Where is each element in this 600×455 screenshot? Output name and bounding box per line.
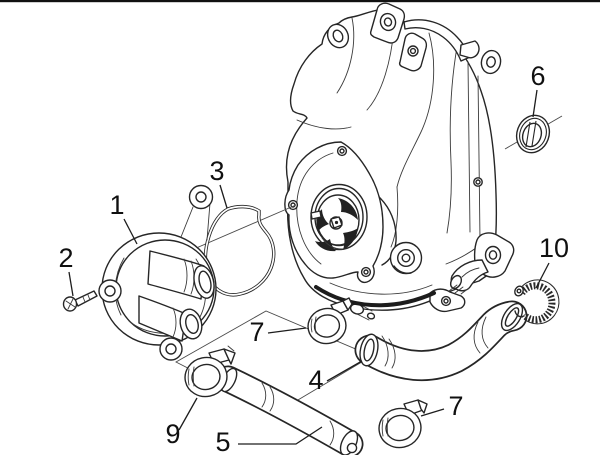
callouts: 1 2 3 4 5 6 7 7 9 10 [58, 61, 569, 455]
impeller-drawing [310, 183, 368, 252]
hose-clamp-left-drawing [307, 297, 353, 345]
leader-3 [219, 184, 228, 209]
leader-10 [535, 262, 550, 289]
spring-band-clamp-drawing [514, 279, 560, 325]
callout-2: 2 [58, 243, 73, 273]
leader-9 [178, 397, 198, 431]
callout-6: 6 [530, 61, 545, 91]
cover-bottom-shadow [314, 285, 436, 308]
bearing-boss [389, 241, 423, 275]
leader-4 [326, 360, 363, 382]
top-border [0, 0, 600, 3]
callout-4: 4 [308, 365, 323, 395]
water-pump-cover-drawing [98, 184, 217, 361]
screw-drawing [62, 290, 98, 312]
callout-9: 9 [165, 419, 180, 449]
engine-cover-drawing [284, 2, 515, 321]
pump-upper-pipe [147, 250, 215, 300]
cover-bottom-fitting [349, 303, 376, 321]
callout-7a: 7 [249, 317, 264, 347]
hose-clamp-bottom-drawing [378, 399, 428, 449]
leader-2 [68, 271, 74, 297]
leader-5 [238, 426, 323, 445]
leader-7b [420, 408, 445, 417]
leader-1 [123, 218, 138, 245]
o-ring-drawing [203, 204, 276, 297]
seal-ring-drawing [504, 114, 563, 154]
callout-10: 10 [539, 233, 569, 263]
leader-6 [532, 89, 538, 118]
coolant-hose-curved-drawing [354, 300, 528, 382]
leader-7a [267, 327, 307, 334]
cover-top-left-ear [326, 23, 350, 49]
callout-3: 3 [209, 156, 224, 186]
callout-5: 5 [215, 427, 230, 455]
pump-lower-pipe [138, 295, 203, 342]
hose-clamp-middle-drawing [184, 345, 236, 398]
callout-1: 1 [109, 190, 124, 220]
cover-top-mounts [369, 2, 480, 72]
callout-7b: 7 [448, 391, 463, 421]
coolant-hose-straight-drawing [214, 365, 364, 455]
cover-bottom-bracket [429, 284, 470, 313]
